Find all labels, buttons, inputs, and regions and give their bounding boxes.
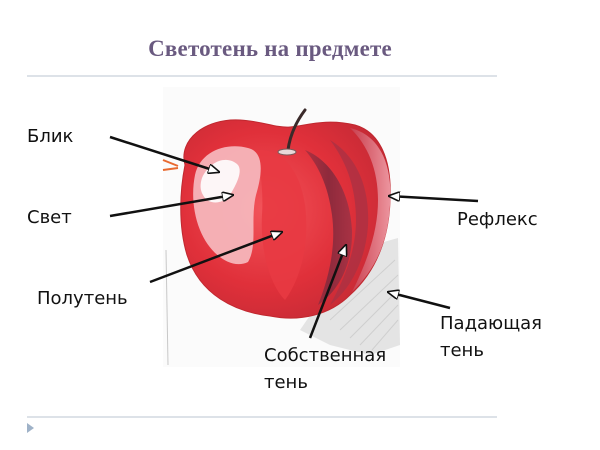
cast-shadow [300,238,400,355]
slide-title: Светотень на предмете [0,36,600,62]
triangle-right-icon [27,423,34,433]
footer-divider [27,416,497,418]
label-blik: Блик [27,126,74,147]
arrow-poluten [149,232,282,284]
arrow-sobstvennaya [308,245,346,339]
label-poluten: Полутень [37,288,128,309]
label-padayushchaya-1: Падающая [440,313,543,334]
label-sobstvennaya-1: Собственная [264,345,387,366]
label-sobstvennaya-2: тень [264,372,308,393]
label-svet: Свет [27,207,72,228]
arrow-refleks [389,196,479,203]
pencil-line [165,249,169,366]
arrow-blik [109,135,219,172]
arrow-padayushchaya [388,292,451,310]
slide-title-text: Светотень на предмете [148,36,392,61]
label-padayushchaya-2: тень [440,340,484,361]
title-divider [27,75,497,77]
label-refleks: Рефлекс [457,209,538,230]
arrow-svet [109,195,233,218]
callout-arrows [109,135,479,339]
